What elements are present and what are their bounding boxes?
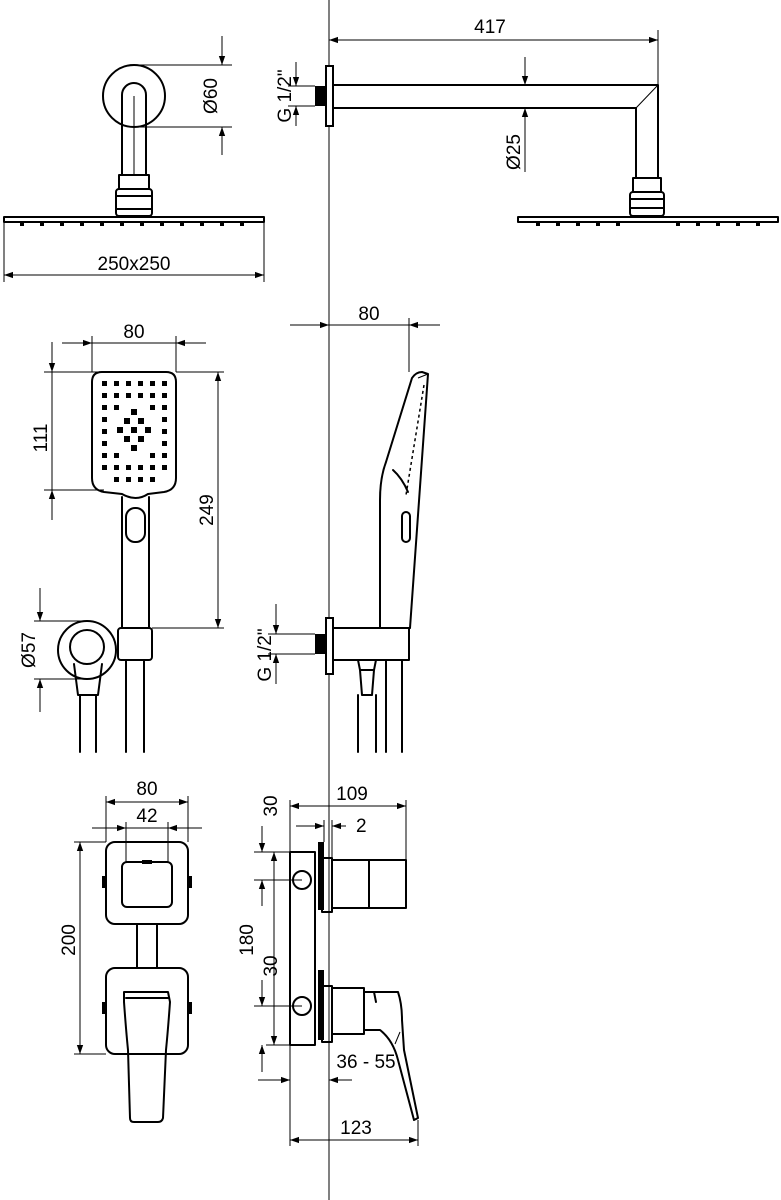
dim-label-180: 180 — [237, 924, 258, 956]
mixer-front-view: 80 42 200 — [59, 779, 202, 1123]
dim-label-30-top: 30 — [261, 795, 282, 816]
dim-label-2: 2 — [356, 816, 367, 837]
side-hose — [357, 659, 403, 753]
holder-bracket — [117, 627, 153, 661]
side-wall-flange — [325, 617, 334, 675]
rain-shower-side-view: 417 G 1/2" Ø25 — [275, 17, 779, 226]
swivel-joint — [118, 174, 150, 190]
dim-label-g12-bottom: G 1/2" — [255, 628, 276, 681]
dim-label-80-hand: 80 — [123, 322, 144, 343]
in-wall-box — [289, 851, 316, 1046]
side-nozzle-ticks — [405, 384, 425, 496]
hand-shower-handle — [121, 496, 150, 629]
wall-thread — [315, 86, 326, 106]
dim-label-109: 109 — [336, 784, 368, 805]
hand-shower-front-view: 80 111 249 Ø57 — [19, 322, 224, 753]
dim-label-g12-top: G 1/2" — [275, 69, 296, 122]
side-hand-shower-profile — [379, 371, 429, 629]
dim-label-o60: Ø60 — [201, 78, 222, 114]
rain-shower-front-view: Ø60 250x250 — [3, 36, 265, 282]
side-wall-thread — [315, 634, 326, 654]
dim-label-249: 249 — [197, 494, 218, 526]
mixer-lever — [123, 991, 171, 1123]
shower-head-plate — [3, 216, 265, 223]
nozzle-row — [20, 222, 244, 226]
swivel-connector — [115, 188, 153, 217]
dim-label-36-55: 36 - 55 — [336, 1052, 395, 1073]
side-swivel — [629, 191, 665, 217]
side-hose-connector — [357, 659, 377, 696]
side-handle-button — [401, 511, 411, 543]
dim-label-417: 417 — [474, 17, 506, 38]
dim-label-250x250: 250x250 — [98, 254, 171, 275]
dim-label-111: 111 — [31, 424, 52, 453]
hand-shower-side-view: 80 G 1/2" — [255, 304, 440, 753]
wall-flange — [325, 65, 334, 127]
dim-label-o25: Ø25 — [504, 134, 525, 170]
mixer-body-side — [331, 987, 365, 1035]
diverter-knob — [121, 861, 173, 908]
dim-label-80-mixer: 80 — [136, 779, 157, 800]
dim-label-200: 200 — [59, 924, 80, 956]
side-nozzle-row — [536, 222, 760, 226]
mixer-side-view: 109 2 30 180 30 36 - 55 123 — [237, 784, 419, 1146]
dim-label-42: 42 — [136, 806, 157, 827]
upper-cover-plate — [105, 841, 189, 925]
side-head-plate — [517, 216, 779, 223]
shower-arm-elbow — [121, 82, 147, 176]
dim-label-123: 123 — [340, 1118, 372, 1139]
shower-arm — [332, 84, 659, 179]
side-lever — [363, 991, 419, 1121]
spray-nozzle-grid — [102, 381, 167, 482]
hose — [79, 659, 145, 753]
dim-label-30-lower: 30 — [261, 955, 282, 976]
lower-cover-plate — [105, 967, 189, 1055]
side-holder-bracket — [332, 627, 410, 661]
dim-label-80-side: 80 — [358, 304, 379, 325]
handle-button — [125, 507, 146, 543]
dim-label-o57: Ø57 — [19, 632, 40, 668]
center-nozzle-diamond — [117, 409, 151, 451]
hand-shower-head — [91, 371, 177, 499]
mixer-stem — [136, 923, 158, 969]
